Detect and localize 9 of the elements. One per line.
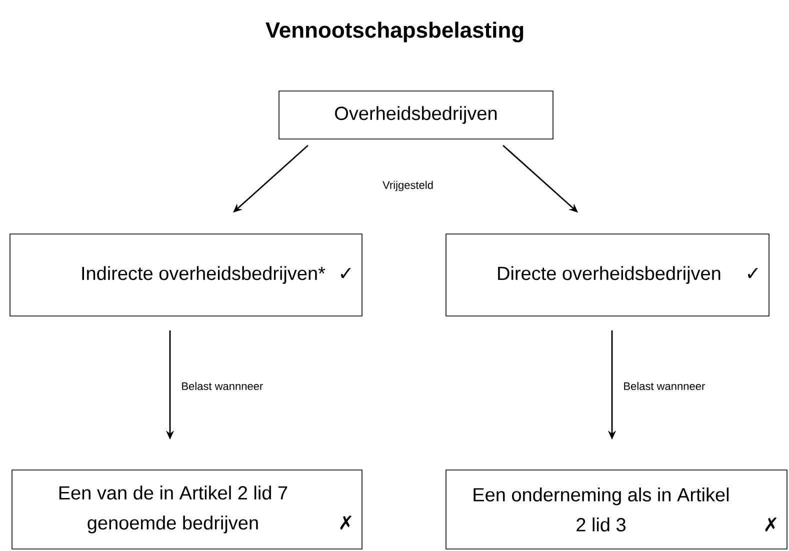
process-box: Indirecte overheidsbedrijven* ✓ xyxy=(10,234,362,316)
title: Vennootschapsbelasting xyxy=(266,22,524,42)
process-box: Overheidsbedrijven xyxy=(278,90,554,140)
process-box: Een van de in Artikel 2 lid 7 genoemde bedrijven ✗ xyxy=(12,470,362,550)
edge-label: Belast wannneer xyxy=(182,382,263,390)
process-box: Een onderneming als in Artikel 2 lid 3 ✗ xyxy=(446,470,788,550)
label: Vrijgesteld xyxy=(382,180,433,192)
process-box: Directe overheidsbedrijven ✓ xyxy=(446,234,770,316)
edge-label: Belast wannneer xyxy=(624,382,705,390)
